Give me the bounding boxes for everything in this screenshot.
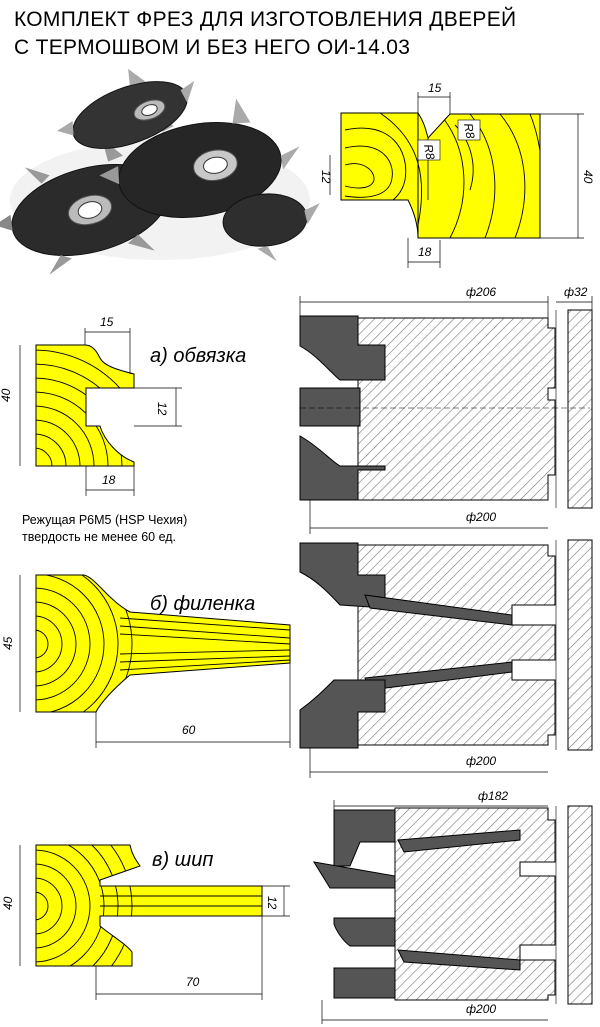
cutter-a-dim-outer: ф206 <box>466 285 496 299</box>
profile-c-dim-tenon: 12 <box>265 896 279 910</box>
material-note: Режущая Р6М5 (HSP Чехия) твердость не ме… <box>22 512 187 546</box>
material-note-line-2: твердость не менее 60 ед. <box>22 530 177 544</box>
profile-c-caption: в) шип <box>152 849 213 871</box>
cutter-a-dim-bore: ф32 <box>564 285 588 299</box>
profile-a-dim-bottom: 18 <box>102 473 116 487</box>
profile-b-dim-bottom: 60 <box>182 723 196 737</box>
joint-radius-1: R8 <box>421 143 438 161</box>
profile-a-dim-groove: 12 <box>155 402 169 416</box>
profile-a-dim-top: 15 <box>100 315 114 329</box>
joint-dim-left: 12 <box>319 170 333 184</box>
cutter-a-section: ф206 ф32 ф200 <box>299 285 593 534</box>
profile-a-dim-left: 40 <box>0 388 13 402</box>
cutter-c-dim-bottom: ф200 <box>466 1002 496 1016</box>
cutter-c-section: ф182 ф200 <box>312 789 593 1024</box>
cutter-b-dim-bottom: ф200 <box>466 754 496 768</box>
joint-radius-2: R8 <box>461 122 478 140</box>
cutter-b-section: ф200 <box>299 539 593 778</box>
profile-a-caption: а) обвязка <box>150 345 246 367</box>
profile-b-panel: 45 60 б) филенка <box>1 574 291 748</box>
joint-profile: 15 12 40 18 R8 R8 <box>319 81 595 268</box>
profile-b-caption: б) филенка <box>150 593 255 615</box>
profile-c-tenon: 40 12 70 в) шип <box>1 844 290 1000</box>
joint-dim-top: 15 <box>428 81 442 95</box>
title-line-1: КОМПЛЕКТ ФРЕЗ ДЛЯ ИЗГОТОВЛЕНИЯ ДВЕРЕЙ <box>14 8 517 31</box>
joint-dim-right: 40 <box>581 170 595 184</box>
profile-b-dim-left: 45 <box>1 636 15 650</box>
title-line-2: С ТЕРМОШВОМ И БЕЗ НЕГО ОИ-14.03 <box>14 36 411 59</box>
material-note-line-1: Режущая Р6М5 (HSP Чехия) <box>22 513 188 527</box>
cutter-c-dim-outer: ф182 <box>478 789 508 803</box>
profile-a-rail: 15 40 12 18 а) обвязка <box>0 315 246 496</box>
profile-c-dim-bottom: 70 <box>186 975 200 989</box>
profile-c-dim-left: 40 <box>1 896 15 910</box>
page-title: КОМПЛЕКТ ФРЕЗ ДЛЯ ИЗГОТОВЛЕНИЯ ДВЕРЕЙ С … <box>14 6 516 62</box>
cutter-a-dim-bottom: ф200 <box>466 510 496 524</box>
joint-dim-bottom: 18 <box>418 245 432 259</box>
cutter-set-photo <box>0 68 320 275</box>
